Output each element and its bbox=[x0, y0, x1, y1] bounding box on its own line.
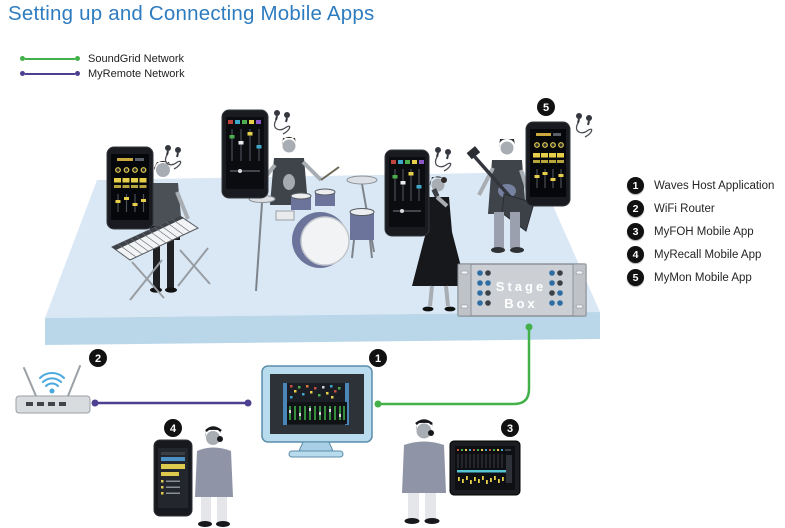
soundgrid-cable bbox=[374, 323, 533, 408]
legend-item-soundgrid: SoundGrid Network bbox=[20, 51, 185, 66]
soundgrid-line-dot bbox=[20, 56, 25, 61]
earbuds-icon-drummer bbox=[273, 109, 291, 135]
myrecall-person bbox=[195, 426, 233, 527]
callout-badge-wifi-router: 2 bbox=[89, 349, 107, 367]
wifi-waves-icon bbox=[39, 372, 65, 387]
mixer-phone-singer bbox=[384, 149, 430, 237]
myfoh-tablet bbox=[449, 440, 521, 496]
callout-badge-mymon: 5 bbox=[537, 98, 555, 116]
host-monitor bbox=[261, 365, 373, 458]
key-badge-3: 3 bbox=[627, 223, 644, 240]
myremote-cable bbox=[91, 399, 252, 407]
earbuds-icon-singer bbox=[434, 146, 452, 172]
page-title: Setting up and Connecting Mobile Apps bbox=[8, 2, 375, 25]
mixer-phone-drummer bbox=[221, 109, 269, 199]
stage-box-ports bbox=[477, 270, 563, 306]
key-label-myfoh: MyFOH Mobile App bbox=[654, 225, 754, 238]
key-badge-2: 2 bbox=[627, 200, 644, 217]
myfoh-person bbox=[402, 419, 446, 524]
key-label-mymon: MyMon Mobile App bbox=[654, 271, 752, 284]
network-legend: SoundGrid Network MyRemote Network bbox=[20, 51, 185, 81]
key-label-host-app: Waves Host Application bbox=[654, 179, 775, 192]
stage-box-label-line2: Box bbox=[504, 296, 538, 311]
myrecall-phone bbox=[153, 439, 193, 517]
callout-badge-myfoh: 3 bbox=[501, 419, 519, 437]
key-item-wifi-router: 2 WiFi Router bbox=[627, 200, 774, 217]
myremote-line bbox=[25, 72, 75, 75]
key-item-myrecall: 4 MyRecall Mobile App bbox=[627, 246, 774, 263]
key-label-myrecall: MyRecall Mobile App bbox=[654, 248, 762, 261]
key-item-host-app: 1 Waves Host Application bbox=[627, 177, 774, 194]
soundgrid-line bbox=[25, 57, 75, 60]
mymon-phone-keyboardist bbox=[106, 146, 154, 230]
mymon-phone-guitarist bbox=[525, 121, 571, 207]
svg-text:1: 1 bbox=[375, 353, 381, 365]
soundgrid-line-dot bbox=[75, 56, 80, 61]
callout-badge-myrecall: 4 bbox=[164, 419, 182, 437]
svg-text:5: 5 bbox=[543, 102, 549, 114]
key-badge-5: 5 bbox=[627, 269, 644, 286]
key-badge-1: 1 bbox=[627, 177, 644, 194]
key-item-mymon: 5 MyMon Mobile App bbox=[627, 269, 774, 286]
soundgrid-label: SoundGrid Network bbox=[88, 52, 184, 65]
myremote-label: MyRemote Network bbox=[88, 67, 185, 80]
key-badge-4: 4 bbox=[627, 246, 644, 263]
stage-box-label-line1: Stage bbox=[496, 279, 546, 294]
guitarist bbox=[466, 138, 535, 253]
key-item-myfoh: 3 MyFOH Mobile App bbox=[627, 223, 774, 240]
stage-box: Stage Box bbox=[457, 263, 587, 317]
myremote-line-dot bbox=[75, 71, 80, 76]
wifi-router bbox=[15, 365, 91, 414]
svg-text:4: 4 bbox=[170, 423, 177, 435]
callout-badge-host-app: 1 bbox=[369, 349, 387, 367]
legend-item-myremote: MyRemote Network bbox=[20, 66, 185, 81]
key-list: 1 Waves Host Application 2 WiFi Router 3… bbox=[627, 177, 774, 292]
myremote-line-dot bbox=[20, 71, 25, 76]
svg-text:2: 2 bbox=[95, 353, 101, 365]
svg-text:3: 3 bbox=[507, 423, 513, 435]
mixer-software-screen bbox=[283, 383, 349, 425]
key-label-wifi-router: WiFi Router bbox=[654, 202, 715, 215]
keyboard bbox=[111, 215, 211, 301]
earbuds-icon-guitarist bbox=[575, 112, 593, 138]
